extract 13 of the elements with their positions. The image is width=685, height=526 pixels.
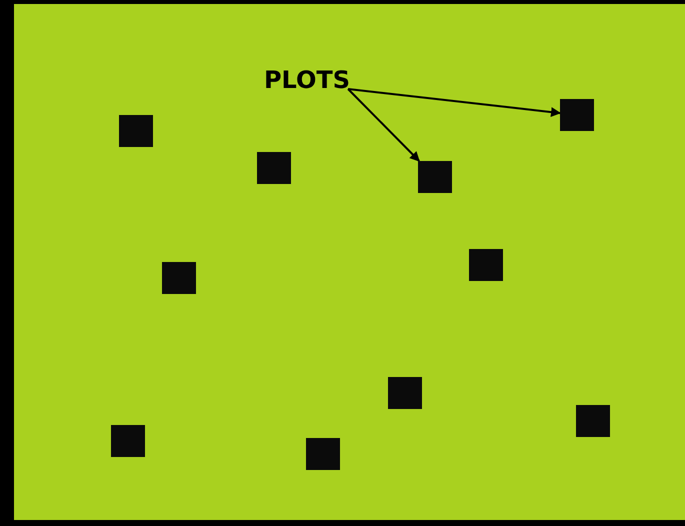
square-marker [111, 425, 145, 457]
square-marker [257, 152, 291, 184]
arrow [348, 88, 561, 118]
square-marker [162, 262, 196, 294]
square-marker [306, 438, 340, 470]
square-marker [469, 249, 503, 281]
square-marker [418, 161, 452, 193]
arrow [347, 88, 420, 162]
square-marker [388, 377, 422, 409]
callout-label: PLOTS [264, 67, 350, 93]
square-marker [576, 405, 610, 437]
square-marker [560, 99, 594, 131]
square-marker [119, 115, 153, 147]
